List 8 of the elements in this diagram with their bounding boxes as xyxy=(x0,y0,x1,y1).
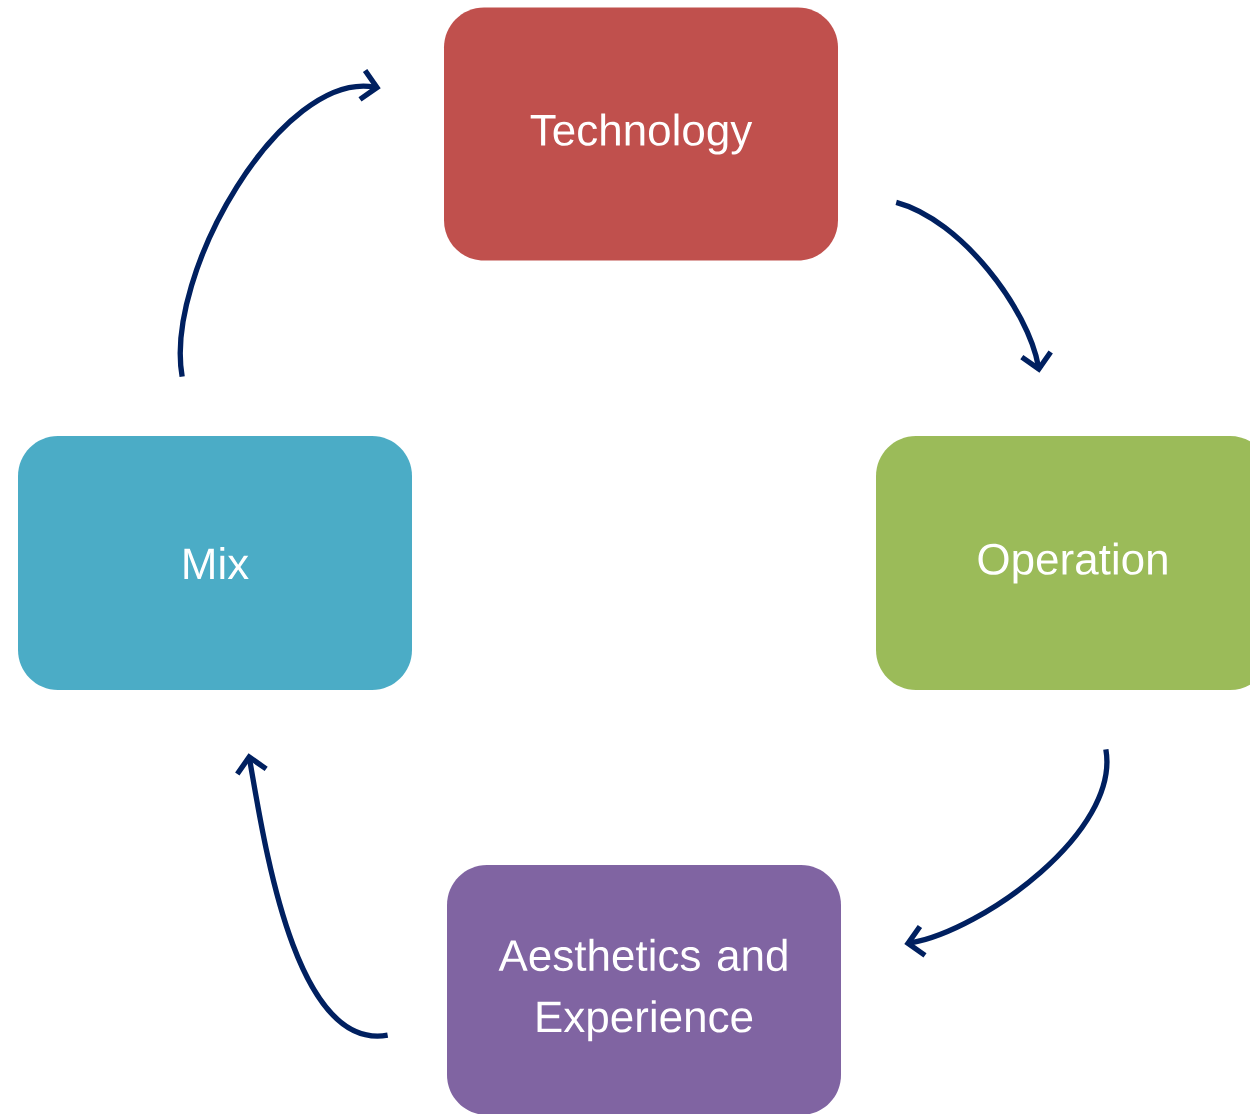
arrow xyxy=(177,68,381,377)
process-box: Technology xyxy=(444,7,838,261)
process-box: Mix xyxy=(18,436,412,690)
arrow xyxy=(235,753,388,1038)
process-box: Operation xyxy=(876,436,1250,690)
arrow xyxy=(895,199,1053,373)
process-box: Aesthetics and Experience xyxy=(447,865,841,1114)
arrow xyxy=(904,749,1110,958)
